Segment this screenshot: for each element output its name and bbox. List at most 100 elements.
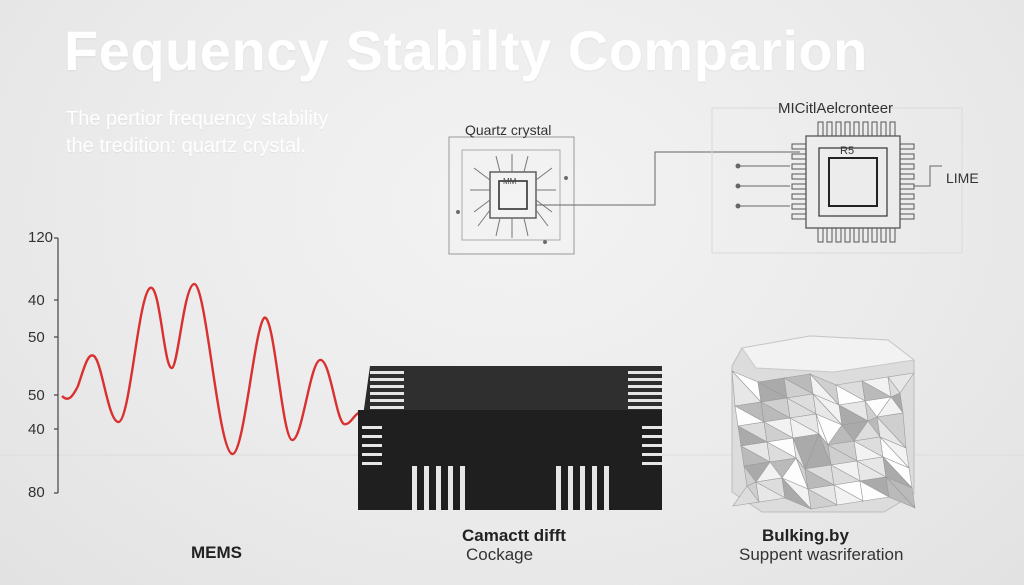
mems-pin xyxy=(791,213,807,220)
ic-pin xyxy=(628,385,662,388)
mems-pin xyxy=(791,153,807,160)
ic-pin xyxy=(424,466,429,510)
ic-pin xyxy=(628,406,662,409)
mems-pin xyxy=(817,121,824,137)
mems-pin xyxy=(880,121,887,137)
ic-pin xyxy=(628,399,662,402)
ic-pin xyxy=(556,466,561,510)
mems-pin xyxy=(899,183,915,190)
mems-chip-marking: R5 xyxy=(840,145,854,157)
mems-pin xyxy=(862,227,869,243)
mems-pin xyxy=(791,163,807,170)
ic-pin xyxy=(448,466,453,510)
mems-pin xyxy=(844,121,851,137)
caption-crystal-title: Bulking.by xyxy=(762,526,849,545)
mems-pin xyxy=(791,183,807,190)
y-tick-label: 80 xyxy=(28,484,45,501)
mems-pin xyxy=(791,203,807,210)
quartz-crystal-diagram xyxy=(448,136,575,255)
mems-pin xyxy=(791,143,807,150)
crystal-facet xyxy=(833,484,864,506)
mems-pin xyxy=(791,173,807,180)
subtitle-line-2: the tredition: quartz crystal. xyxy=(66,135,307,157)
mems-pin xyxy=(844,227,851,243)
caption-crystal-subtitle: Suppent wasriferation xyxy=(739,545,904,564)
mems-oscillator-diagram xyxy=(711,107,963,254)
ic-pin xyxy=(362,426,382,429)
ic-pin xyxy=(362,444,382,447)
y-tick-label: 40 xyxy=(28,421,45,438)
ic-pin xyxy=(604,466,609,510)
mems-pin xyxy=(862,121,869,137)
ic-pin xyxy=(628,378,662,381)
caption-package-title: Camactt difft xyxy=(462,526,566,545)
subtitle-line-1: The pertior frequency stability xyxy=(66,108,329,130)
ic-pin xyxy=(642,453,662,456)
ic-pin xyxy=(412,466,417,510)
ic-pin xyxy=(362,462,382,465)
mems-pin xyxy=(871,121,878,137)
ic-pin xyxy=(642,435,662,438)
frequency-waveform-line xyxy=(61,282,361,456)
ic-pin xyxy=(568,466,573,510)
ic-pin xyxy=(370,385,404,388)
crystal-facet xyxy=(859,480,890,502)
connector-trace xyxy=(536,151,800,206)
ic-pin xyxy=(642,462,662,465)
y-tick-label: 50 xyxy=(28,387,45,404)
ic-pin xyxy=(642,444,662,447)
mems-pin xyxy=(899,203,915,210)
mems-diagram-label: MICitlAelcronteer xyxy=(778,100,894,117)
mems-pin xyxy=(791,193,807,200)
ic-pin xyxy=(370,371,404,374)
crystal-facet xyxy=(781,477,812,510)
ic-pin xyxy=(460,466,465,510)
crystal-facet xyxy=(732,485,760,507)
caption-mems: MEMS xyxy=(191,543,242,562)
quartz-chip-marking: MM xyxy=(503,177,517,186)
mems-pin xyxy=(889,121,896,137)
mems-pin xyxy=(899,213,915,220)
mems-pin xyxy=(835,121,842,137)
ic-pin xyxy=(580,466,585,510)
mems-pin xyxy=(899,143,915,150)
mems-pin xyxy=(899,163,915,170)
ic-pin xyxy=(370,378,404,381)
ic-pin xyxy=(628,392,662,395)
mems-pin xyxy=(853,227,860,243)
ic-pin xyxy=(370,406,404,409)
mems-pin xyxy=(880,227,887,243)
ic-pin xyxy=(436,466,441,510)
ic-pin xyxy=(642,426,662,429)
mems-pin xyxy=(817,227,824,243)
y-axis xyxy=(54,237,59,494)
ic-pin xyxy=(362,435,382,438)
mems-pin xyxy=(826,227,833,243)
y-tick-label: 120 xyxy=(28,229,54,246)
mems-pin xyxy=(871,227,878,243)
caption-package-subtitle: Cockage xyxy=(466,545,534,564)
quartz-crystal-label: Quartz crystal xyxy=(465,122,552,138)
quartz-crystal-gem xyxy=(731,335,916,513)
crystal-facet xyxy=(885,476,916,509)
crystal-facet xyxy=(755,481,786,503)
ic-pin xyxy=(628,371,662,374)
line-label: LIME xyxy=(946,170,979,186)
mems-pin xyxy=(826,121,833,137)
ic-pin xyxy=(362,453,382,456)
page-subtitle: The pertior frequency stability the tred… xyxy=(66,106,328,160)
mems-pin xyxy=(835,227,842,243)
y-tick-label: 40 xyxy=(28,292,45,309)
y-tick-label: 50 xyxy=(28,329,45,346)
ic-package xyxy=(358,366,662,510)
crystal-facet xyxy=(807,488,838,510)
mems-pin xyxy=(899,193,915,200)
mems-pin xyxy=(889,227,896,243)
ic-pin xyxy=(592,466,597,510)
page-title: Fequency Stabilty Comparion xyxy=(64,19,868,82)
mems-pin xyxy=(899,153,915,160)
mems-pin xyxy=(853,121,860,137)
ic-pin xyxy=(370,392,404,395)
mems-pin xyxy=(899,173,915,180)
